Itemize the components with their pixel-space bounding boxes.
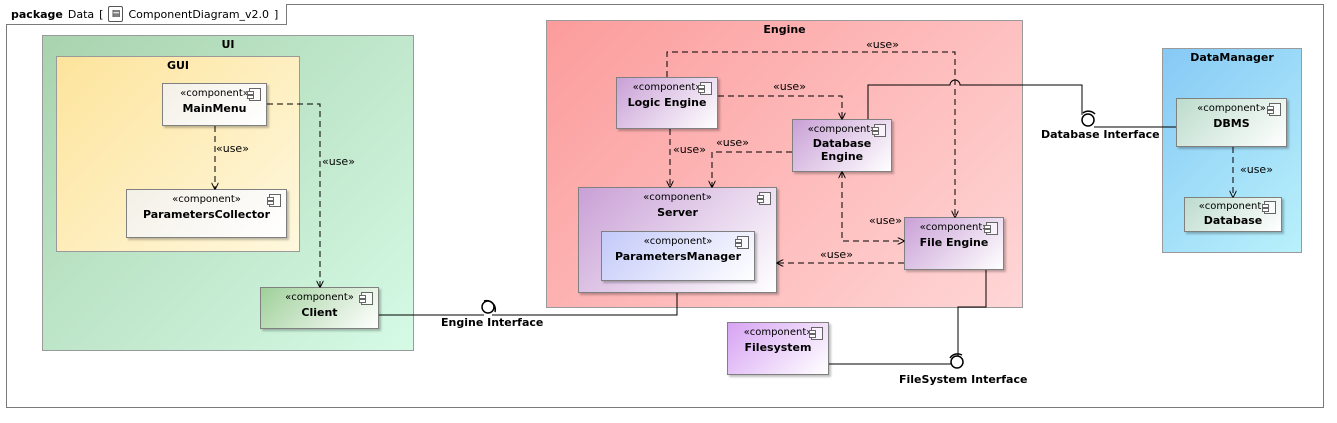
engine-interface-socket-icon: [483, 299, 497, 313]
component-name: ParametersManager: [614, 250, 742, 263]
dependency-logic-database-engine: [718, 95, 842, 119]
component-name: Server: [657, 206, 698, 219]
database-interface-ball-icon: [1081, 113, 1095, 127]
component-parametersmanager[interactable]: «component» ParametersManager: [601, 231, 755, 281]
component-dbms[interactable]: «component» DBMS: [1176, 98, 1287, 147]
database-interface-label: Database Interface: [1041, 128, 1160, 141]
filesystem-interface-ball-icon: [950, 355, 964, 369]
dependency-mainmenu-client: [267, 103, 320, 287]
component-icon: [1262, 201, 1276, 214]
package-ui-title: UI: [221, 38, 235, 51]
frame-tab: package Data [ ▤ ComponentDiagram_v2.0 ]: [6, 4, 288, 25]
dependency-database-engine-server: [712, 151, 792, 187]
use-label-file-engine-server: «use»: [820, 248, 853, 261]
component-name-line2: Engine: [820, 150, 864, 163]
component-icon: [698, 82, 712, 95]
stereotype-label: «component»: [807, 124, 877, 135]
component-mainmenu[interactable]: «component» MainMenu: [162, 83, 267, 126]
component-database-engine[interactable]: «component» Database Engine: [792, 119, 892, 172]
component-logic-engine[interactable]: «component» Logic Engine: [616, 77, 718, 129]
stereotype-label: «component»: [1197, 103, 1266, 114]
frame-package-name: Data: [67, 7, 95, 21]
frame-diagram-name: ComponentDiagram_v2.0: [128, 7, 270, 21]
use-label-database-file-engine: «use»: [869, 214, 902, 227]
stereotype-label: «component»: [919, 222, 989, 233]
stereotype-label: «component»: [285, 292, 354, 303]
package-datamanager-title: DataManager: [1190, 51, 1274, 64]
dependency-database-file-engine: [842, 172, 904, 241]
component-icon: [1267, 103, 1281, 116]
component-name-line1: Database: [812, 137, 872, 150]
use-label-logic-server: «use»: [673, 143, 706, 156]
stereotype-label: «component»: [743, 327, 813, 338]
component-filesystem[interactable]: «component» Filesystem: [727, 322, 829, 375]
component-icon: [267, 194, 281, 207]
package-gui-title: GUI: [166, 59, 190, 72]
assembly-database-engine-interface: [867, 79, 1083, 119]
component-name: Logic Engine: [627, 96, 707, 109]
database-interface-socket-icon: [1082, 110, 1096, 115]
assembly-server-engine-interface: [492, 293, 678, 316]
use-label-mainmenu-client: «use»: [322, 155, 355, 168]
component-name: Client: [301, 306, 338, 319]
use-label-database-engine-server: «use»: [716, 136, 749, 149]
stereotype-label: «component»: [643, 192, 712, 203]
package-engine-title: Engine: [763, 23, 806, 36]
component-client[interactable]: «component» Client: [260, 287, 379, 329]
frame-bracket-open: [: [99, 7, 104, 21]
diagram-frame: [6, 4, 1324, 408]
engine-interface-label: Engine Interface: [441, 316, 544, 329]
component-name: DBMS: [1213, 117, 1250, 130]
filesystem-interface-label: FileSystem Interface: [899, 373, 1028, 386]
component-parameterscollector[interactable]: «component» ParametersCollector: [126, 189, 287, 238]
component-name: ParametersCollector: [142, 208, 271, 221]
stereotype-label: «component»: [643, 236, 713, 247]
use-label-mainmenu-parameterscollector: «use»: [216, 142, 249, 155]
stereotype-label: «component»: [180, 88, 249, 99]
stereotype-label: «component»: [172, 194, 241, 205]
filesystem-interface-socket-icon: [949, 353, 963, 359]
use-label-logic-database-engine: «use»: [773, 80, 806, 93]
assembly-file-engine-interface: [957, 270, 987, 356]
diagram-icon: ▤: [108, 6, 124, 22]
component-icon: [984, 222, 998, 235]
stereotype-label: «component»: [632, 82, 702, 93]
component-database[interactable]: «component» Database: [1184, 197, 1282, 232]
use-label-dbms-database: «use»: [1240, 163, 1273, 176]
component-icon: [809, 327, 823, 340]
component-name: Filesystem: [744, 341, 812, 354]
component-icon: [757, 192, 771, 205]
use-label-logic-file-engine: «use»: [866, 38, 899, 51]
component-name: File Engine: [919, 236, 989, 249]
component-icon: [735, 236, 749, 249]
stereotype-label: «component»: [1198, 201, 1268, 212]
dependency-logic-file-engine: [666, 51, 955, 217]
component-name: Database: [1203, 214, 1263, 227]
component-icon: [247, 88, 261, 101]
component-icon: [872, 124, 886, 137]
component-icon: [359, 292, 373, 305]
frame-keyword: package: [11, 7, 63, 21]
component-name: MainMenu: [182, 102, 247, 115]
component-file-engine[interactable]: «component» File Engine: [904, 217, 1004, 270]
frame-bracket-close: ]: [274, 7, 279, 21]
